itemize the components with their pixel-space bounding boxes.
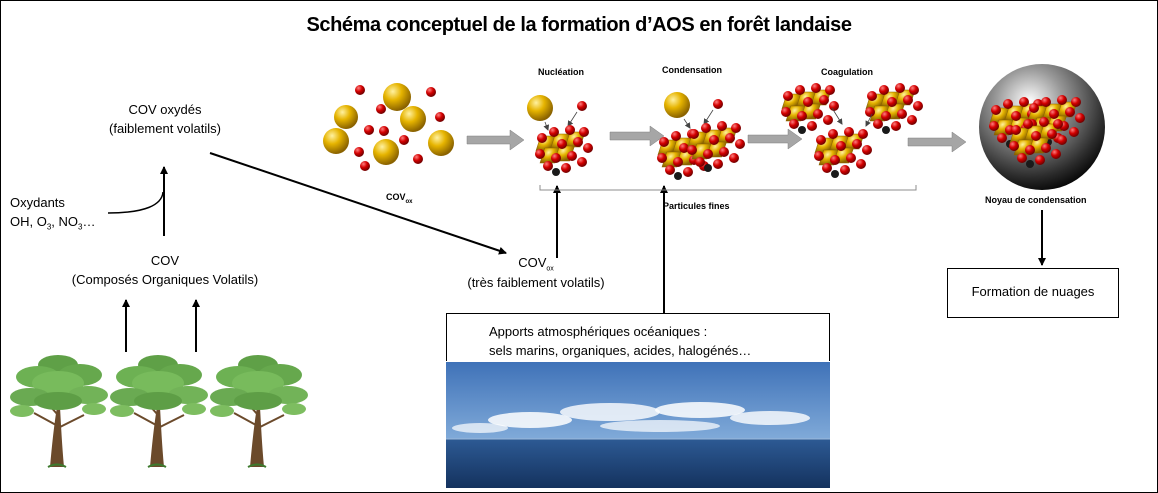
diagram-title: Schéma conceptuel de la formation d’AOS … [306,14,852,36]
gray-arrow [609,125,665,147]
arrow-oxydants-curve [107,191,164,214]
gray-arrow [907,131,967,153]
particules-fines-bracket [539,185,917,191]
condensation-particles-icon [653,92,746,181]
tree-icon [209,354,309,468]
particules-fines-label: Particules fines [663,201,730,211]
arrow-covoxydes-to-covox [209,152,507,255]
gray-arrow [466,129,525,151]
cov-oxydes-label: COV oxydés (faiblement volatils) [109,102,221,136]
oxydants-label: Oxydants OH, O3, NO3… [10,195,96,232]
formation-nuages-box: Formation de nuages [947,268,1119,318]
cov-molecules-icon [323,83,454,171]
cloud-nucleus-icon [979,64,1105,190]
nucleation-particles-icon [527,95,594,177]
cov-label: COV (Composés Organiques Volatils) [71,253,259,287]
coagulation-label: Coagulation [821,67,873,77]
ocean-photo [446,362,830,488]
nucleation-label: Nucléation [538,67,585,77]
apports-oceaniques-text: Apports atmosphériques océaniques : sels… [489,324,752,358]
formation-nuages-label: Formation de nuages [971,284,1095,299]
coagulation-particles-icon [777,82,924,179]
condensation-label: Condensation [662,65,722,75]
gray-arrow [747,128,803,150]
covox-small-label: COVox [386,192,413,205]
noyau-condensation-label: Noyau de condensation [985,195,1087,205]
tree-icon [109,354,209,468]
apports-oceaniques-box: Apports atmosphériques océaniques : sels… [446,313,830,361]
tree-icon [9,354,109,468]
covox-label: COVox (très faiblement volatils) [467,255,605,290]
